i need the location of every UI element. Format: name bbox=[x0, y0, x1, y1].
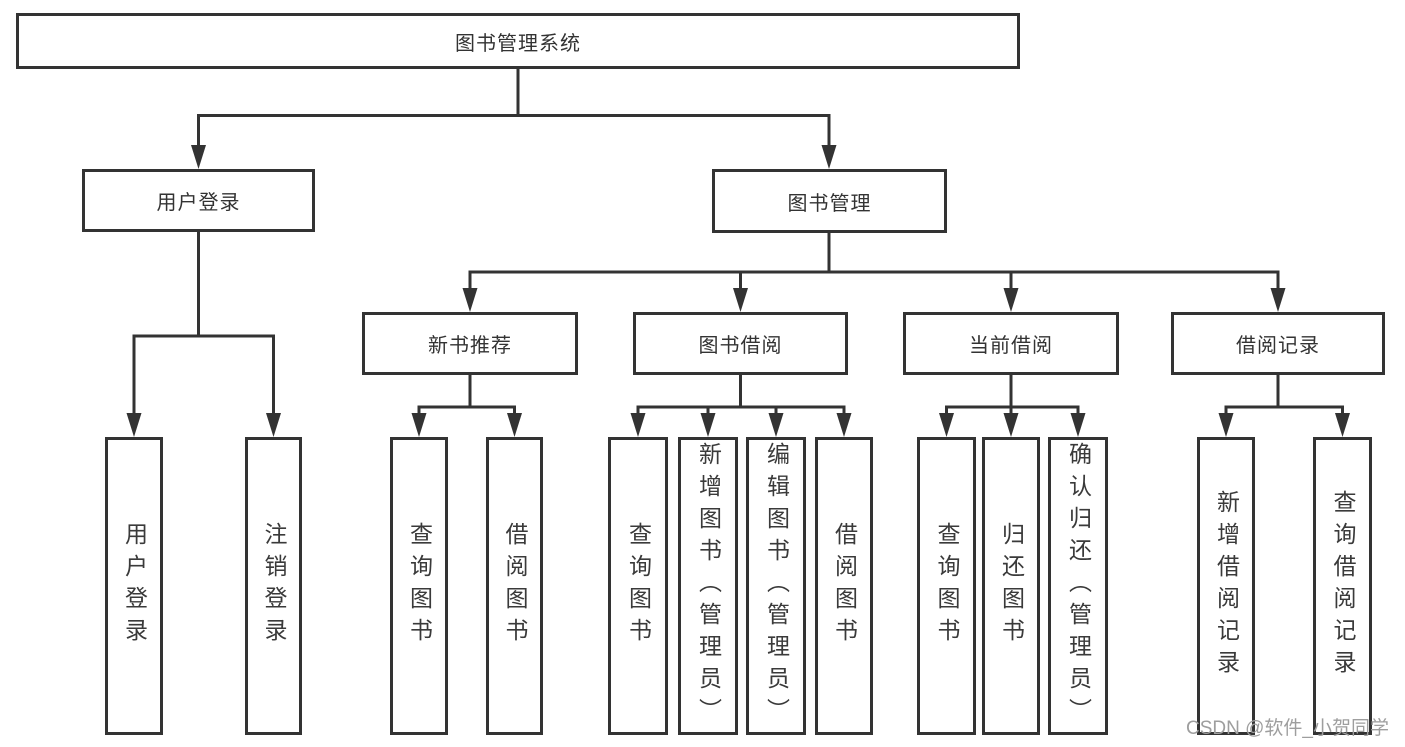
leaf-label: 用户登录 bbox=[121, 522, 148, 650]
node-label: 图书管理 bbox=[787, 192, 872, 215]
leaf-label: 新增借阅记录 bbox=[1213, 490, 1240, 682]
node-book-management: 图书管理 bbox=[712, 169, 947, 233]
leaf-label: 查询图书 bbox=[934, 522, 960, 650]
node-user-login: 用户登录 bbox=[82, 169, 315, 232]
node-label: 用户登录 bbox=[156, 192, 241, 214]
connector-section1-to-leaves bbox=[630, 375, 852, 437]
leaf-query-borrow-record: 查询借阅记录 bbox=[1313, 437, 1372, 735]
leaf-label: 查询借阅记录 bbox=[1330, 490, 1356, 682]
leaf-borrow-book: 借阅图书 bbox=[815, 437, 873, 735]
connector-section0-to-leaves bbox=[411, 375, 522, 437]
csdn-watermark: CSDN @软件_小贺同学 bbox=[1186, 718, 1389, 739]
connector-mgmt-to-sections bbox=[462, 233, 1286, 312]
connector-section3-to-leaves bbox=[1218, 375, 1350, 437]
connector-root-to-level2 bbox=[191, 69, 837, 169]
node-label: 图书管理系统 bbox=[455, 32, 581, 55]
leaf-user-login: 用户登录 bbox=[105, 437, 163, 735]
leaf-add-borrow-record: 新增借阅记录 bbox=[1197, 437, 1255, 735]
leaf-query-book: 查询图书 bbox=[608, 437, 668, 735]
leaf-label: 确认归还（管理员） bbox=[1065, 442, 1092, 730]
node-library-management-system: 图书管理系统 bbox=[16, 13, 1020, 69]
leaf-add-book-admin: 新增图书（管理员） bbox=[678, 437, 738, 735]
leaf-edit-book-admin: 编辑图书（管理员） bbox=[746, 437, 806, 735]
leaf-borrow-book: 借阅图书 bbox=[486, 437, 543, 735]
leaf-label: 查询图书 bbox=[625, 522, 652, 650]
leaf-label: 借阅图书 bbox=[502, 522, 528, 650]
connector-login-to-leaves bbox=[126, 232, 281, 437]
leaf-logout: 注销登录 bbox=[245, 437, 302, 735]
leaf-label: 注销登录 bbox=[261, 522, 287, 650]
node-new-book-recommend: 新书推荐 bbox=[362, 312, 578, 375]
leaf-label: 借阅图书 bbox=[831, 522, 858, 650]
leaf-query-book: 查询图书 bbox=[917, 437, 976, 735]
node-current-borrowing: 当前借阅 bbox=[903, 312, 1119, 375]
node-label: 图书借阅 bbox=[698, 335, 783, 357]
leaf-label: 归还图书 bbox=[998, 522, 1025, 650]
leaf-query-book: 查询图书 bbox=[390, 437, 448, 735]
leaf-label: 新增图书（管理员） bbox=[695, 442, 722, 730]
leaf-label: 编辑图书（管理员） bbox=[763, 442, 790, 730]
node-label: 当前借阅 bbox=[969, 335, 1053, 357]
leaf-return-book: 归还图书 bbox=[982, 437, 1040, 735]
node-book-borrowing: 图书借阅 bbox=[633, 312, 848, 375]
node-label: 新书推荐 bbox=[428, 335, 512, 357]
leaf-confirm-return-admin: 确认归还（管理员） bbox=[1048, 437, 1108, 735]
connector-section2-to-leaves bbox=[939, 375, 1086, 437]
leaf-label: 查询图书 bbox=[406, 522, 433, 650]
node-label: 借阅记录 bbox=[1236, 335, 1320, 357]
node-borrowing-records: 借阅记录 bbox=[1171, 312, 1385, 375]
